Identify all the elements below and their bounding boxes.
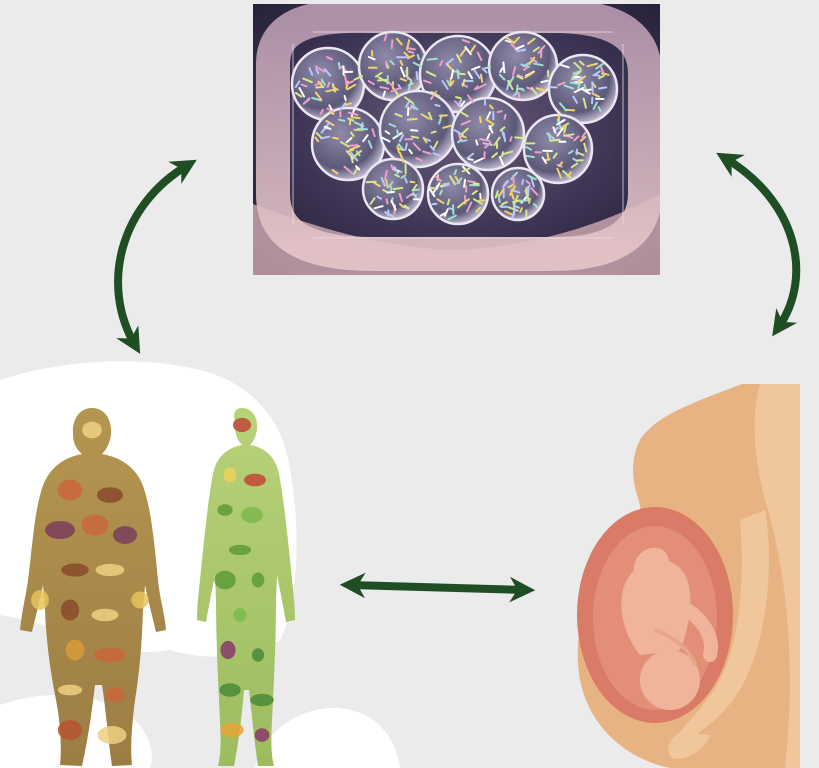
arrow-gut-to-pregnancy	[725, 158, 796, 328]
arrow-body-to-pregnancy	[350, 585, 525, 590]
arrow-gut-to-body	[118, 165, 188, 345]
